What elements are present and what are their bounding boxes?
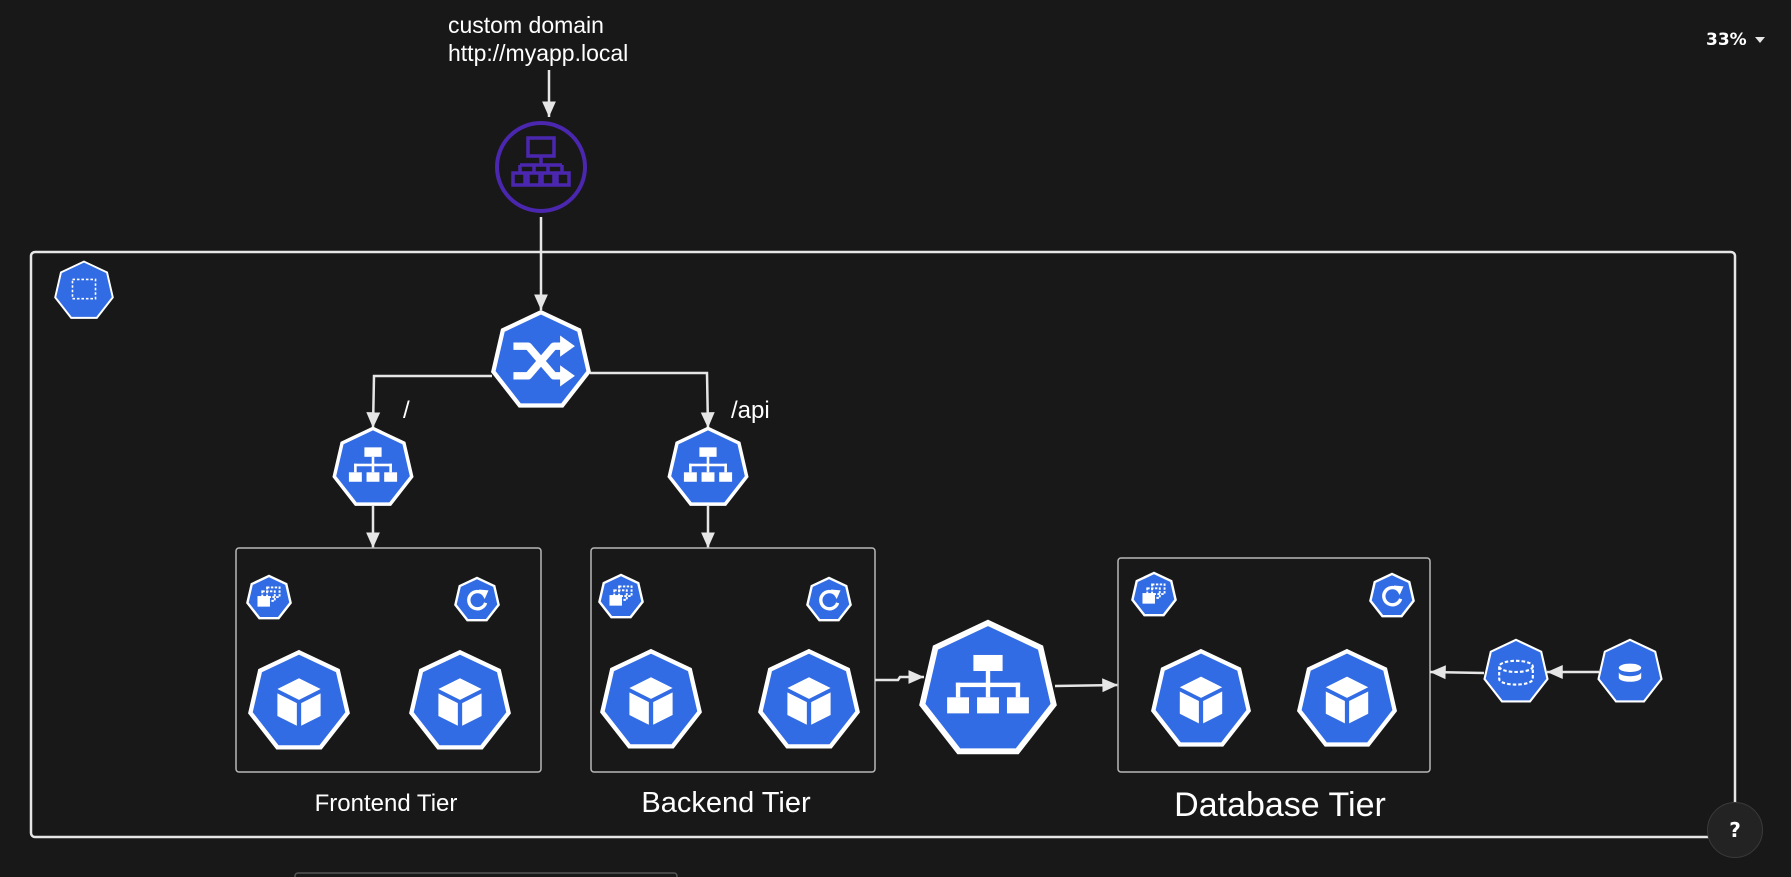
cluster-boundary[interactable] [29,250,1737,839]
namespace-icon[interactable] [54,260,114,319]
pod-icon[interactable] [1299,651,1394,744]
route-label-backend: /api [731,397,770,424]
frontend-service-icon[interactable] [332,426,414,506]
arrow-db-service-to-tier [1054,678,1119,693]
arrow-pvc-to-database-tier [1429,665,1485,680]
help-button[interactable]: ? [1707,802,1763,858]
replicaset-icon[interactable] [805,576,853,622]
pvc-icon[interactable] [1483,638,1549,703]
arrow-ingress-to-backend-service [590,371,715,429]
backend-service-icon[interactable] [667,426,749,506]
pv-icon[interactable] [1597,638,1663,703]
pod-icon[interactable] [250,652,347,747]
deployment-icon[interactable] [246,574,292,620]
deployment-icon[interactable] [1131,571,1177,617]
pod-icon[interactable] [1153,651,1248,744]
arrow-backend-to-db-service [875,670,924,684]
domain-label-line1: custom domain [448,12,604,38]
ingress-icon[interactable] [493,312,588,405]
replicaset-icon[interactable] [1368,572,1416,618]
route-label-frontend: / [403,397,410,424]
database-tier-label: Database Tier [1174,786,1386,824]
dns-hierarchy-icon[interactable] [495,121,587,213]
arrow-ingress-to-frontend-service [366,374,492,429]
frontend-tier-label: Frontend Tier [315,790,458,817]
domain-label-line2: http://myapp.local [448,40,628,66]
backend-tier-group[interactable] [590,547,876,773]
frontend-tier-group[interactable] [235,547,542,773]
pod-icon[interactable] [602,651,699,746]
deployment-icon[interactable] [598,573,644,619]
zoom-level: 33% [1706,30,1747,50]
chevron-down-icon [1754,37,1765,43]
database-tier-group[interactable] [1117,557,1431,773]
replicaset-icon[interactable] [453,576,501,622]
pod-icon[interactable] [411,652,508,747]
database-service-icon[interactable] [922,623,1053,751]
pod-icon[interactable] [760,651,857,746]
zoom-dropdown[interactable]: 33% [1706,30,1765,50]
offscreen-panel-edge [294,872,678,877]
backend-tier-label: Backend Tier [641,787,811,819]
help-label: ? [1729,818,1741,842]
